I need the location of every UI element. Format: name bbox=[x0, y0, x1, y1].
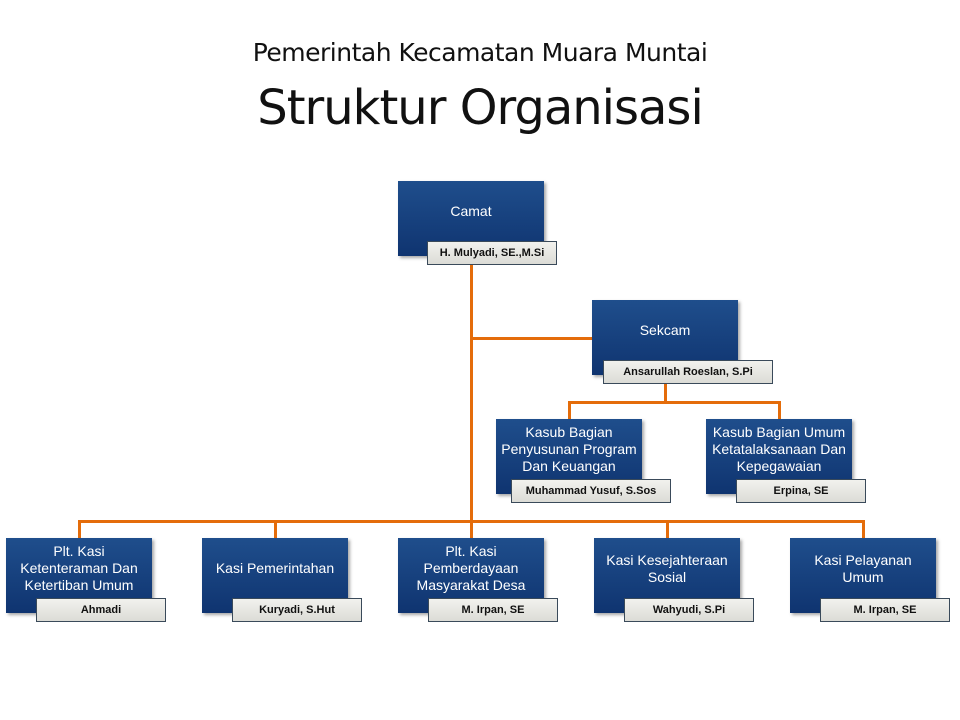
name-kasi-pelayanan: M. Irpan, SE bbox=[820, 598, 950, 622]
subtitle: Pemerintah Kecamatan Muara Muntai bbox=[252, 38, 708, 67]
name-kasi-pmd: M. Irpan, SE bbox=[428, 598, 558, 622]
name-camat: H. Mulyadi, SE.,M.Si bbox=[427, 241, 557, 265]
connector bbox=[470, 520, 473, 538]
node-kasub-umum: Kasub Bagian Umum Ketatalaksanaan Dan Ke… bbox=[706, 419, 852, 494]
connector bbox=[568, 401, 571, 419]
name-kasub-program: Muhammad Yusuf, S.Sos bbox=[511, 479, 671, 503]
name-kasub-umum: Erpina, SE bbox=[736, 479, 866, 503]
connector bbox=[470, 337, 592, 340]
node-kasi-pmd: Plt. Kasi Pemberdayaan Masyarakat Desa bbox=[398, 538, 544, 613]
connector bbox=[274, 520, 277, 538]
connector bbox=[78, 520, 81, 538]
name-kasi-kesos: Wahyudi, S.Pi bbox=[624, 598, 754, 622]
page-title: Struktur Organisasi bbox=[257, 80, 704, 136]
connector bbox=[666, 520, 669, 538]
name-kasi-trantib: Ahmadi bbox=[36, 598, 166, 622]
connector bbox=[568, 401, 781, 404]
name-sekcam: Ansarullah Roeslan, S.Pi bbox=[603, 360, 773, 384]
connector bbox=[664, 375, 667, 403]
connector bbox=[778, 401, 781, 419]
name-kasi-pemerintahan: Kuryadi, S.Hut bbox=[232, 598, 362, 622]
connector bbox=[470, 256, 473, 523]
connector bbox=[862, 520, 865, 538]
